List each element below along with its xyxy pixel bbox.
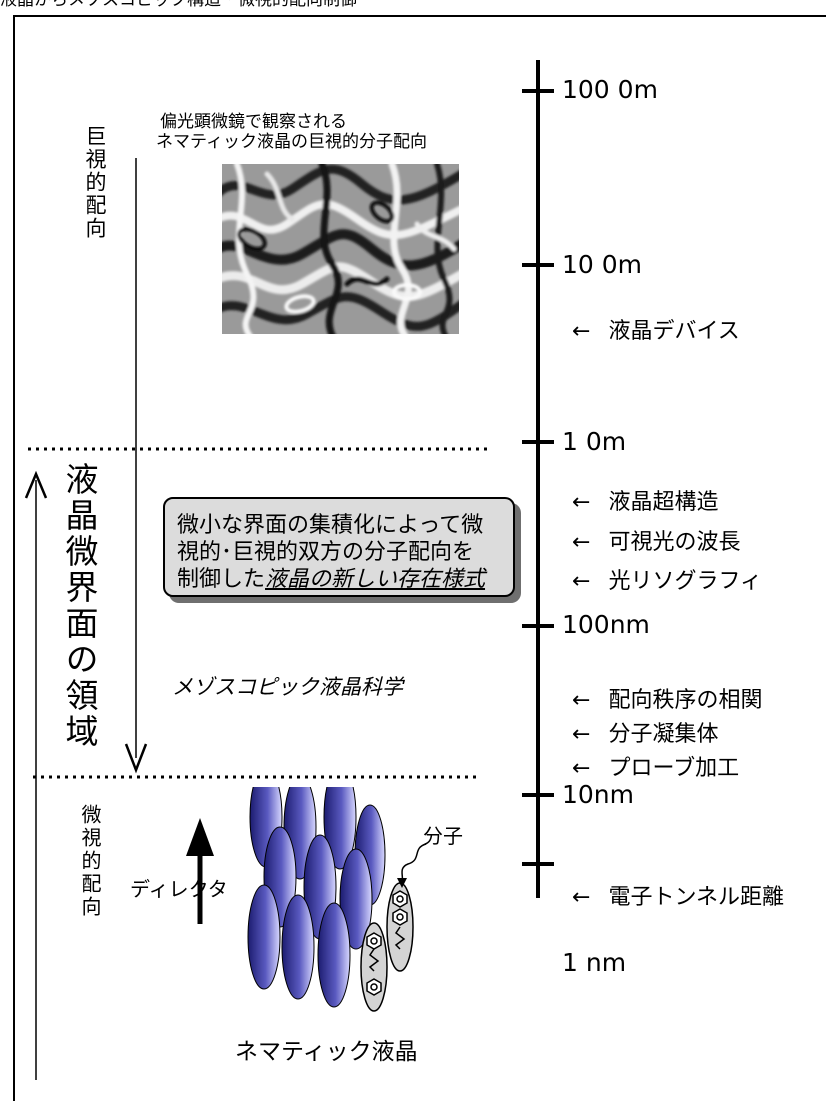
- callout-line1: 微小な界面の集積化によって微: [177, 513, 484, 538]
- feature-label: 可視光の波長: [608, 530, 741, 555]
- feature-photolithography: ← 光リソグラフィ: [572, 563, 762, 595]
- callout-line3-emphasis: 液晶の新しい存在様式: [265, 567, 486, 592]
- feature-label: 液晶デバイス: [608, 319, 740, 344]
- feature-molecular-aggregate: ← 分子凝集体: [572, 716, 718, 748]
- molecule-detailed: [386, 882, 414, 972]
- polarized-micrograph: [212, 160, 467, 343]
- molecule-ellipse: [317, 902, 351, 1008]
- scale-label-10nm: 10nm: [562, 780, 635, 809]
- figure-frame: [13, 15, 826, 1101]
- boundary-dotted-line-lower: [33, 775, 481, 779]
- scale-label-1um: 1 0m: [562, 427, 627, 456]
- feature-liquid-crystal-device: ← 液晶デバイス: [572, 313, 740, 345]
- callout-line3-prefix: 制御した: [177, 567, 266, 592]
- callout-line2: 視的･巨視的双方の分子配向を: [177, 540, 475, 565]
- molecule-pointer-arrow: [397, 843, 427, 888]
- feature-orientational-correlation: ← 配向秩序の相関: [572, 682, 762, 714]
- feature-label: 電子トンネル距離: [608, 885, 784, 910]
- image-caption-line2: ネマティック液晶の巨視的分子配向: [156, 132, 427, 152]
- macro-to-meso-down-arrow: [124, 158, 148, 774]
- molecule-ellipse: [281, 894, 315, 1000]
- director-arrow: [186, 818, 214, 924]
- feature-label: 光リソグラフィ: [608, 569, 762, 594]
- left-arrow-icon: ←: [572, 722, 591, 747]
- feature-electron-tunneling: ← 電子トンネル距離: [572, 879, 784, 911]
- left-arrow-icon: ←: [572, 756, 591, 781]
- scale-label-100um: 100 0m: [562, 75, 658, 104]
- nematic-molecules: [247, 787, 414, 1012]
- label-microscopic-orientation: 微視的配向: [78, 804, 102, 919]
- scale-axis: [522, 60, 554, 825]
- callout-box: 微小な界面の集積化によって微 視的･巨視的双方の分子配向を 制御した液晶の新しい…: [163, 497, 515, 597]
- molecule-ellipse: [247, 884, 281, 990]
- schlieren-texture-image: [212, 160, 467, 343]
- molecule-ellipse: [323, 787, 357, 870]
- molecule-detailed: [360, 922, 388, 1012]
- header-text-cropped: 液晶からメゾスコピック構造・微視的配向制御: [0, 0, 829, 8]
- left-arrow-icon: ←: [572, 569, 591, 594]
- callout-line3: 制御した液晶の新しい存在様式: [177, 566, 503, 593]
- feature-label: プローブ加工: [608, 756, 740, 781]
- feature-visible-wavelength: ← 可視光の波長: [572, 524, 740, 556]
- molecule-ellipse: [339, 848, 373, 950]
- feature-probe-processing: ← プローブ加工: [572, 750, 739, 782]
- scale-axis-lower: [522, 820, 554, 898]
- mesoscopic-science-label: メゾスコピック液晶科学: [172, 675, 403, 699]
- label-macroscopic-orientation: 巨視的配向: [83, 125, 107, 240]
- scale-label-100nm: 100nm: [562, 610, 650, 639]
- left-arrow-icon: ←: [572, 319, 591, 344]
- director-label: ディレクタ: [130, 877, 228, 901]
- nematic-caption: ネマティック液晶: [235, 1039, 418, 1065]
- feature-label: 配向秩序の相関: [608, 688, 763, 713]
- feature-superstructure: ← 液晶超構造: [572, 484, 718, 516]
- scale-label-10um: 10 0m: [562, 250, 643, 279]
- label-mesoscopic-region: 液晶微界面の領域: [60, 462, 99, 750]
- boundary-dotted-line-upper: [28, 447, 488, 451]
- micro-to-meso-up-arrow: [24, 470, 48, 1080]
- feature-label: 液晶超構造: [608, 490, 719, 515]
- image-caption: 偏光顕微鏡で観察される ネマティック液晶の巨視的分子配向: [156, 112, 427, 152]
- left-arrow-icon: ←: [572, 688, 591, 713]
- left-arrow-icon: ←: [572, 490, 591, 515]
- left-arrow-icon: ←: [572, 885, 591, 910]
- molecule-label: 分子: [423, 824, 463, 848]
- feature-label: 分子凝集体: [608, 722, 719, 747]
- scale-label-1nm: 1 nm: [562, 948, 627, 977]
- image-caption-line1: 偏光顕微鏡で観察される: [160, 112, 347, 132]
- left-arrow-icon: ←: [572, 530, 591, 555]
